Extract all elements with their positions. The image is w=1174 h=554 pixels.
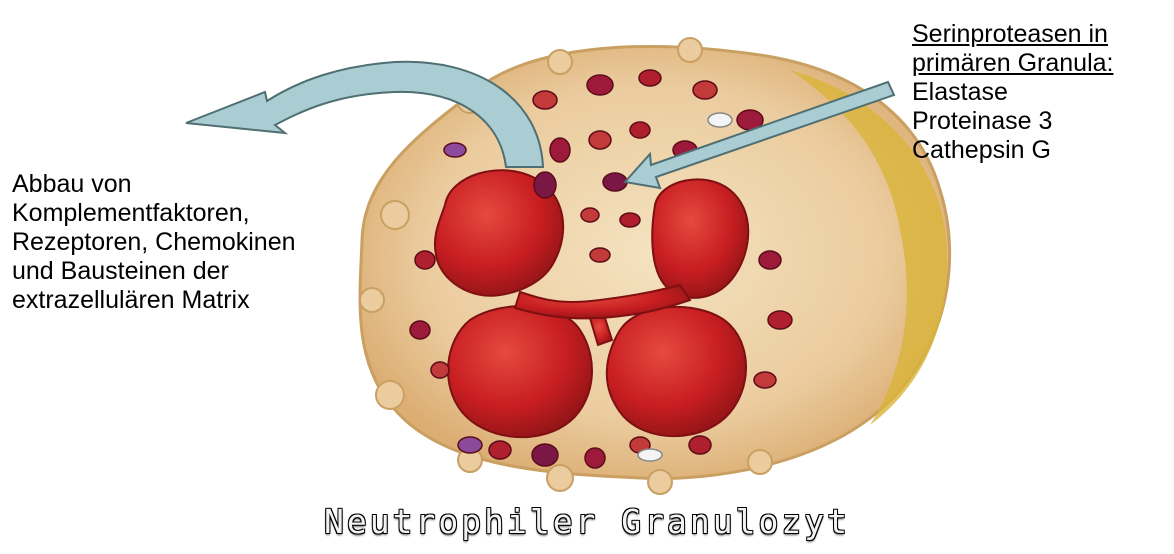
granule	[693, 81, 717, 99]
granule	[759, 251, 781, 269]
granule	[620, 213, 640, 227]
serine-protease-label: Serinproteasen in primären Granula: Elas…	[912, 20, 1113, 165]
protease-item: Cathepsin G	[912, 136, 1113, 165]
granule	[708, 113, 732, 127]
degradation-label-line: Rezeptoren, Chemokinen	[12, 228, 296, 257]
serine-protease-heading: Serinproteasen in	[912, 20, 1113, 49]
degradation-label-line: Komplementfaktoren,	[12, 199, 296, 228]
granule	[630, 122, 650, 138]
granule	[585, 448, 605, 468]
granule	[550, 138, 570, 162]
granule	[415, 251, 435, 269]
degradation-label-line: extrazellulären Matrix	[12, 286, 296, 315]
granule-target	[603, 173, 627, 191]
granule	[754, 372, 776, 388]
granule	[639, 70, 661, 86]
nucleus-lobe-lower-left	[448, 306, 592, 437]
protease-item: Proteinase 3	[912, 107, 1113, 136]
granule	[768, 311, 792, 329]
granule	[638, 449, 662, 461]
granule	[534, 172, 556, 198]
granule	[587, 75, 613, 95]
granule	[458, 437, 482, 453]
granule	[590, 248, 610, 262]
nucleus-lobe-lower-right	[607, 307, 746, 436]
granule	[589, 131, 611, 149]
granule	[532, 444, 558, 466]
granule	[431, 362, 449, 378]
granule	[489, 441, 511, 459]
degradation-label-line: und Bausteinen der	[12, 257, 296, 286]
granule	[689, 436, 711, 454]
granule	[410, 321, 430, 339]
granule	[533, 91, 557, 109]
degradation-label: Abbau von Komplementfaktoren, Rezeptoren…	[12, 170, 296, 315]
granule	[581, 208, 599, 222]
degradation-label-line: Abbau von	[12, 170, 296, 199]
cell-caption: Neutrophiler Granulozyt	[0, 502, 1174, 541]
serine-protease-heading: primären Granula:	[912, 49, 1113, 78]
protease-item: Elastase	[912, 78, 1113, 107]
granule	[444, 143, 466, 157]
